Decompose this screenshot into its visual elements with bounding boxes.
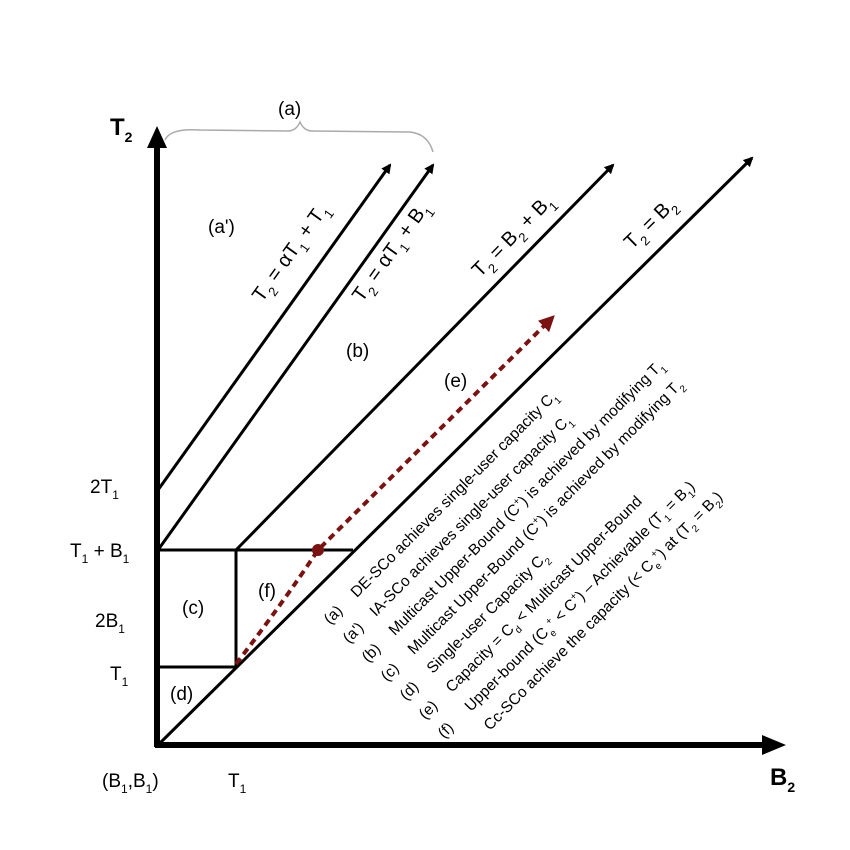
legend-key: (a') (340, 619, 368, 647)
x-axis-arrowhead (762, 735, 786, 755)
line-label-t2-alpha-t1-plus-b1: T2 = αT1 + B1 (348, 198, 438, 309)
region-label-f: (f) (258, 581, 276, 602)
region-label-a: (a) (278, 99, 301, 120)
legend-key: (a) (321, 602, 346, 627)
region-label-b: (b) (346, 341, 369, 362)
y-tick-t1-plus-b1: T1 + B1 (70, 541, 130, 566)
legend-key: (b) (359, 640, 384, 665)
legend-key: (e) (416, 697, 441, 722)
x-tick-origin: (B1,B1) (102, 771, 159, 796)
x-tick-t1: T1 (228, 771, 247, 796)
brace-a (164, 120, 434, 153)
line-label-t2-alpha-t1-plus-t1: T2 = αT1 + T1 (248, 199, 337, 308)
line-t2-b2 (156, 156, 754, 747)
capacity-point (312, 544, 324, 556)
region-label-a-prime: (a') (208, 217, 235, 238)
y-tick-2b1: 2B1 (95, 611, 125, 636)
region-label-e: (e) (444, 371, 467, 392)
y-tick-2t1: 2T1 (90, 477, 119, 502)
legend-group: (a)DE-SCo achieves single-user capacity … (321, 361, 726, 742)
legend-key: (c) (378, 660, 403, 685)
y-axis-arrowhead (147, 126, 167, 148)
line-label-t2-b2: T2 = B2 (620, 194, 684, 257)
region-label-c: (c) (182, 598, 204, 619)
legend-key: (f) (435, 719, 457, 741)
x-axis-label: B2 (770, 764, 795, 795)
y-tick-t1: T1 (110, 664, 129, 689)
y-axis-label: T2 (110, 114, 133, 145)
line-t2-alpha-t1-plus-b1 (156, 163, 435, 551)
region-label-d: (d) (170, 684, 193, 705)
line-t2-b2-plus-b1 (234, 163, 615, 552)
legend-key: (d) (397, 678, 422, 703)
line-t2-alpha-t1-plus-t1 (156, 163, 392, 491)
line-label-t2-b2-plus-b1: T2 = B2 + B1 (468, 190, 562, 285)
